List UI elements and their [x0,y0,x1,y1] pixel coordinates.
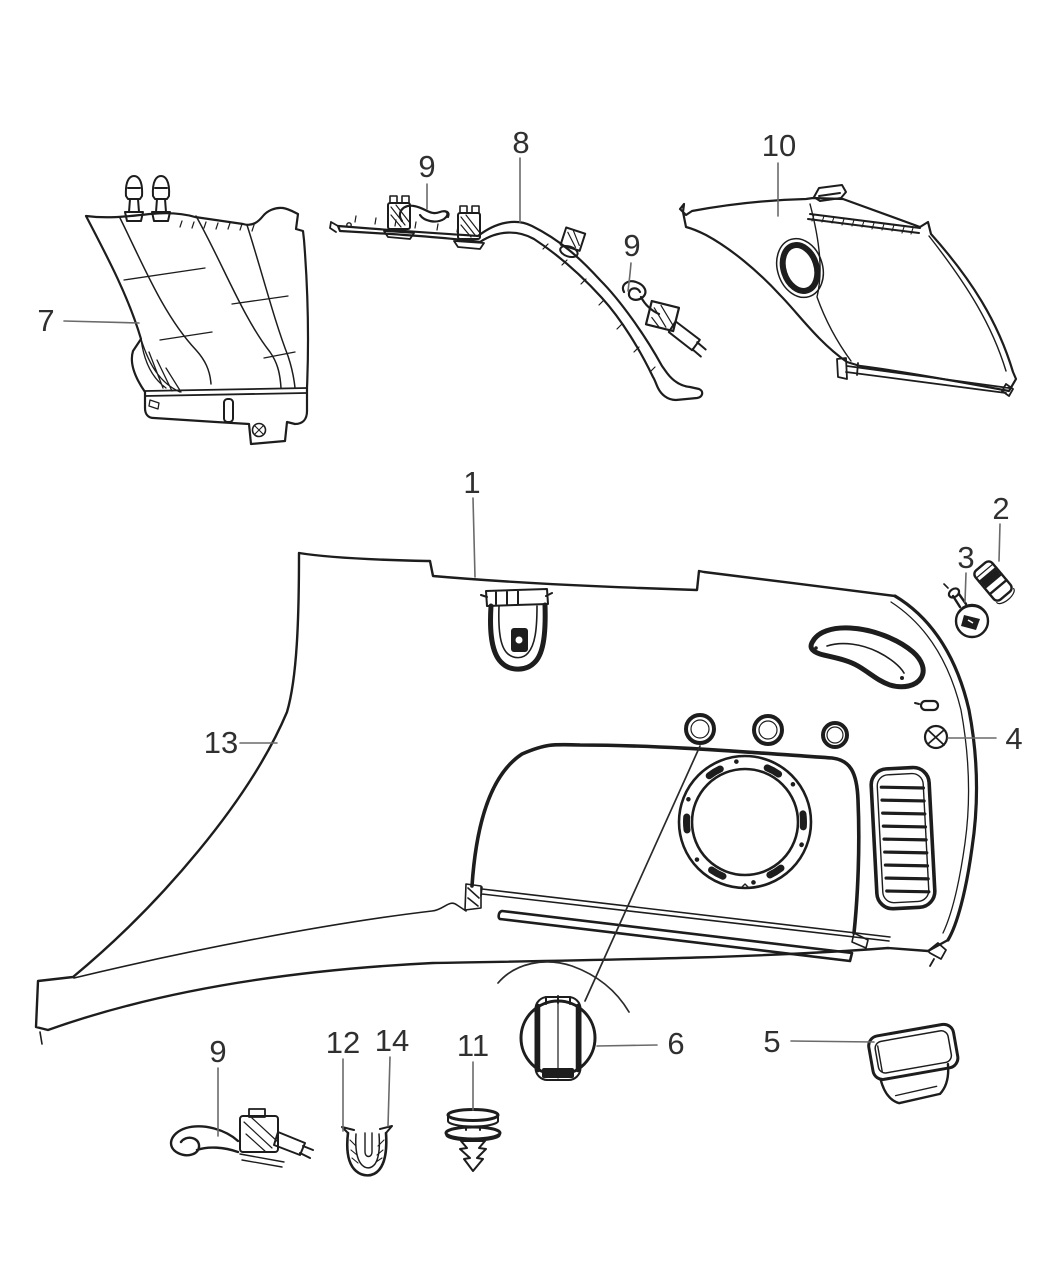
callout-2-label: 2 [992,491,1009,526]
clip-tower-right [453,205,485,250]
part-7-pillar-trim [84,175,310,446]
leader-diagonal-6 [584,745,701,1002]
callout-4-label: 4 [1005,721,1022,756]
cargo-hook [480,588,553,672]
clip-tower-left [383,195,415,240]
callout-8-label: 8 [512,125,529,160]
leader-lines [63,157,1001,1137]
callout-3-label: 3 [957,540,974,575]
leader-arc-6 [497,961,630,1013]
quarter-trim-panel-1 [34,551,979,1045]
push-pin-fasteners [124,175,171,222]
grab-handle [808,625,926,690]
part-10-pillar-trim [678,184,1018,397]
plug-4 [923,724,949,750]
callout-9-mid-label: 9 [623,228,640,263]
callout-10-label: 10 [762,128,796,163]
screw-3 [943,583,990,639]
callout-5-label: 5 [763,1024,780,1059]
clip-lower-right [644,299,707,358]
callout-14-label: 14 [375,1023,409,1058]
callout-labels: 7 9 8 9 10 1 2 3 4 13 9 12 14 11 6 5 [37,125,1022,1069]
leader-7 [63,320,140,324]
callout-11-label: 11 [457,1028,489,1063]
leader-5 [790,1040,875,1043]
small-slot [919,699,940,712]
callout-9-bottom-label: 9 [209,1034,226,1069]
leader-6 [596,1044,658,1047]
callout-9-top-label: 9 [418,149,435,184]
leader-9-mid [627,262,632,292]
leader-14 [387,1056,391,1127]
part-8-rail-trim [329,195,707,402]
wheelhouse-border [470,742,861,935]
nut-2 [973,560,1015,605]
retainer-clip-9-bottom [169,1108,314,1168]
panel-lower-fold-line [73,902,467,979]
callout-7-label: 7 [37,303,54,338]
callout-12-label: 12 [326,1025,360,1060]
panel-right-border [893,594,979,942]
leader-1 [472,497,476,578]
callout-1-label: 1 [463,465,480,500]
clip-mid [559,226,587,259]
leader-2 [998,523,1001,562]
retainer-clip-9-top [398,204,450,223]
storage-bin-5 [867,1022,960,1105]
access-cap-6 [519,995,597,1081]
vent-grille [869,765,937,911]
leader-3 [964,572,967,603]
push-pin-11 [444,1108,502,1172]
speaker-opening-10 [775,237,825,299]
scuff-strip [480,886,891,963]
speaker-opening-1 [677,754,813,890]
trim-holes [684,713,849,749]
callout-13-label: 13 [204,725,238,760]
callout-6-label: 6 [667,1026,684,1061]
u-nut-clip-12-14 [341,1125,393,1177]
